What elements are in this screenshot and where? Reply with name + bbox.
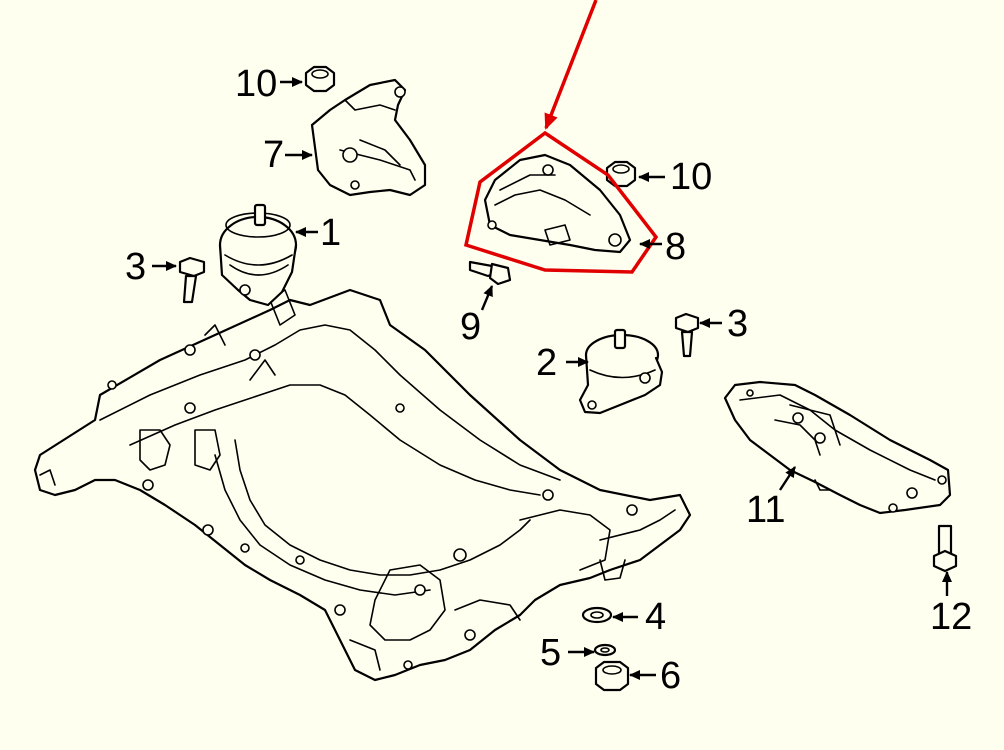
part-2-mount (578, 328, 664, 415)
part-6-nut (594, 660, 630, 692)
part-10-nut-right (605, 160, 637, 188)
part-9-bolt (468, 260, 512, 286)
part-12-bolt (932, 524, 958, 573)
callout-11: 11 (746, 489, 785, 531)
callout-3-right: 3 (727, 303, 748, 345)
callout-10-right: 10 (670, 156, 712, 198)
part-4-washer (581, 606, 613, 624)
leader-9 (480, 285, 494, 311)
subframe (33, 288, 692, 682)
part-10-nut-left (304, 65, 336, 93)
callout-1: 1 (320, 212, 341, 254)
callout-3-left: 3 (125, 246, 146, 288)
leader-11 (778, 466, 797, 491)
callout-labels: 10 7 1 3 10 8 9 3 2 11 12 4 5 6 (125, 63, 972, 697)
part-11-crossmember (723, 380, 952, 515)
callout-12: 12 (930, 596, 972, 638)
callout-5: 5 (540, 632, 561, 674)
callout-9: 9 (460, 306, 481, 348)
callout-7: 7 (263, 134, 284, 176)
callout-6: 6 (660, 655, 681, 697)
callout-8: 8 (665, 226, 686, 268)
part-3-bolt-left (178, 256, 206, 304)
part-3-bolt-right (674, 312, 700, 358)
callout-4: 4 (645, 596, 666, 638)
part-8-bracket (483, 153, 632, 254)
part-5-washer (593, 643, 617, 657)
callout-10-left: 10 (235, 63, 277, 105)
highlight-outline (463, 0, 659, 274)
part-1-engine-mount (218, 203, 298, 307)
leader-lines (152, 77, 952, 680)
highlight-arrow (544, 0, 598, 130)
part-7-bracket (310, 78, 427, 197)
callout-2: 2 (536, 342, 557, 384)
